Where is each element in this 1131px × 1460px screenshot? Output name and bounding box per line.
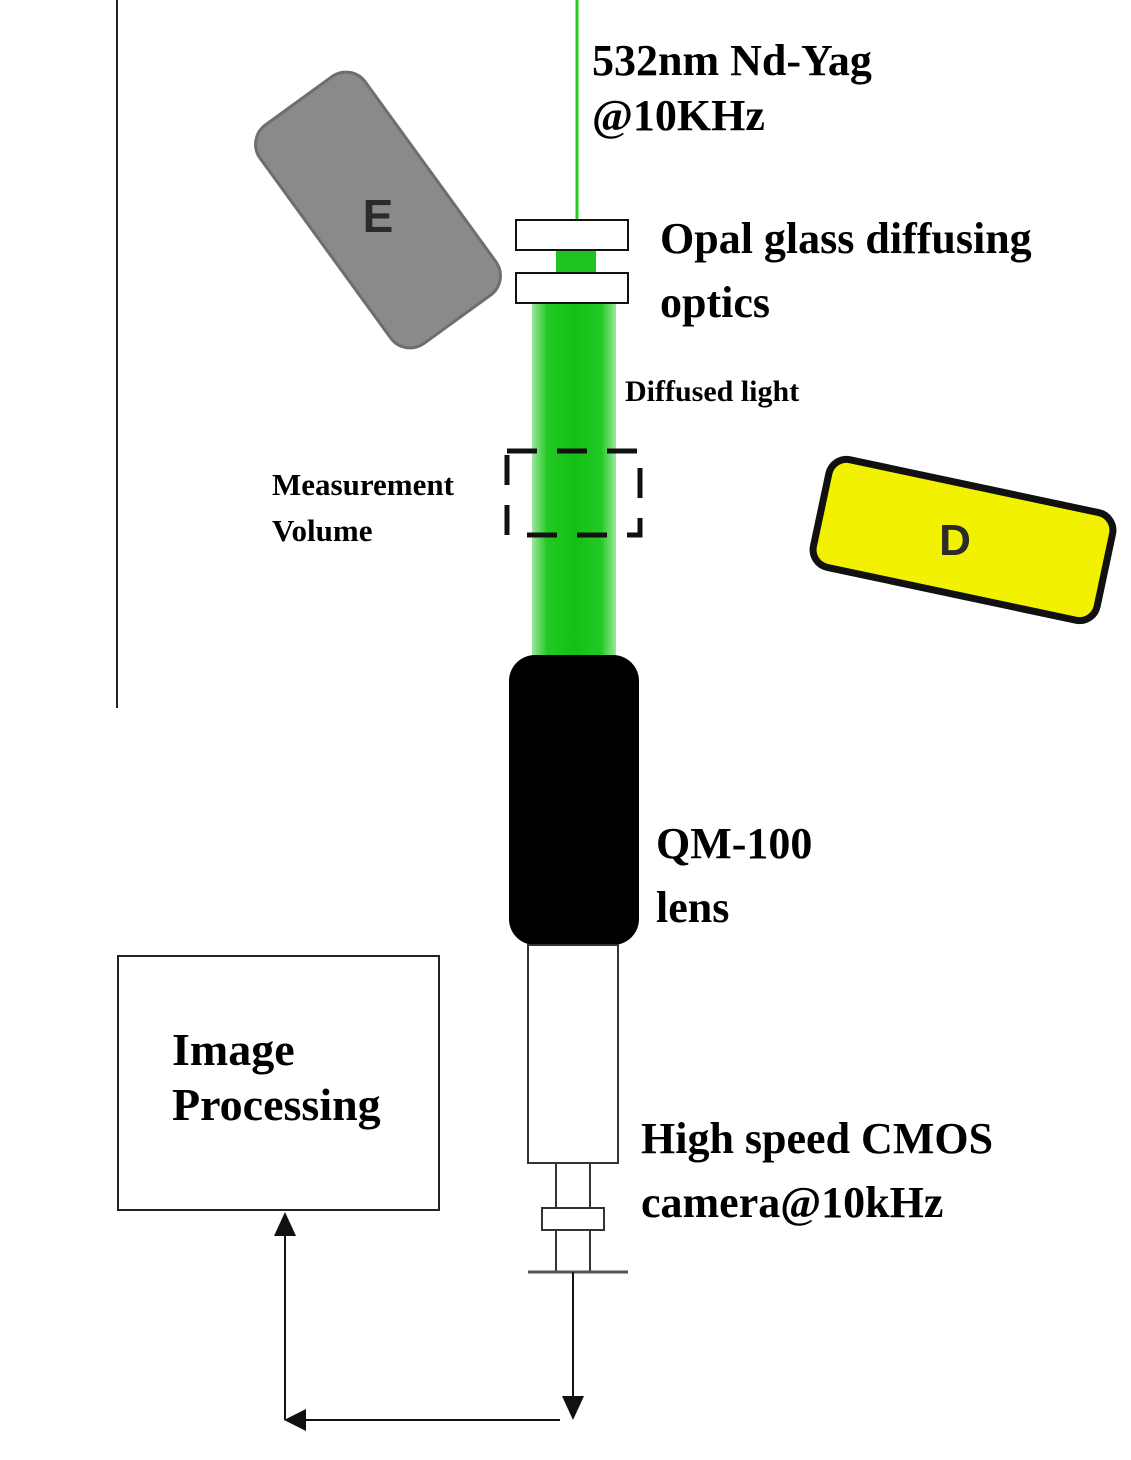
measurement-volume-box bbox=[504, 448, 643, 538]
laser-label-line2: @10KHz bbox=[592, 91, 765, 140]
lens-label-line1: QM-100 bbox=[656, 819, 812, 868]
electrode-e-label: E bbox=[363, 190, 394, 242]
signal-arrowhead-left bbox=[284, 1409, 306, 1431]
qm100-lens bbox=[509, 655, 639, 945]
optics-label-line2: optics bbox=[660, 278, 770, 327]
processing-label-line1: Image bbox=[172, 1024, 295, 1075]
lens-label-line2: lens bbox=[656, 883, 729, 932]
diffused-light-label: Diffused light bbox=[625, 375, 799, 408]
signal-arrowhead-up bbox=[274, 1212, 296, 1236]
signal-arrowhead-down bbox=[562, 1396, 584, 1420]
processing-label-line2: Processing bbox=[172, 1079, 381, 1130]
image-processing-box bbox=[117, 955, 440, 1211]
laser-label-line1: 532nm Nd-Yag bbox=[592, 36, 872, 85]
opal-glass-disc-top bbox=[515, 219, 629, 251]
camera-mount-flange bbox=[541, 1207, 605, 1231]
camera-body bbox=[527, 944, 619, 1164]
camera-label-line2: camera@10kHz bbox=[641, 1178, 943, 1227]
optics-label-line1: Opal glass diffusing bbox=[660, 214, 1032, 263]
measurement-label-line2: Volume bbox=[272, 513, 372, 548]
opal-glass-disc-bottom bbox=[515, 272, 629, 304]
electrode-e bbox=[254, 70, 502, 350]
electrode-d-label: D bbox=[939, 516, 971, 565]
camera-label-line1: High speed CMOS bbox=[641, 1114, 993, 1163]
camera-mount-lower bbox=[555, 1229, 591, 1273]
measurement-label-line1: Measurement bbox=[272, 467, 455, 502]
diffused-beam bbox=[532, 303, 616, 658]
electrode-d bbox=[809, 455, 1117, 625]
camera-mount-upper bbox=[555, 1162, 591, 1209]
beam-between-optics bbox=[556, 250, 596, 275]
